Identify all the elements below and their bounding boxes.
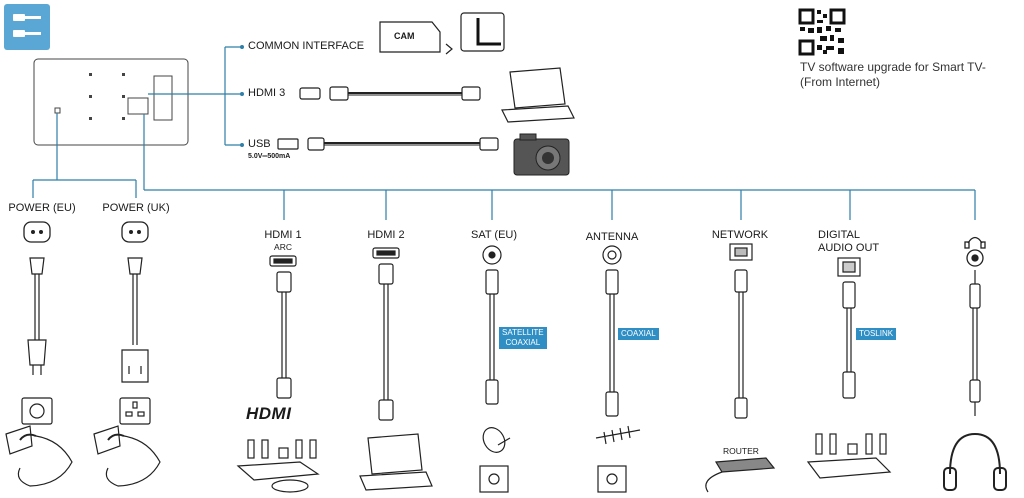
network-cable <box>734 269 748 419</box>
optical-port-icon <box>837 257 861 277</box>
sat-cable <box>485 269 499 405</box>
plug-insert-uk-icon <box>93 425 161 487</box>
home-theater-digital-icon <box>806 433 892 479</box>
wiring-dots <box>240 45 244 147</box>
label-antenna: ANTENNA <box>585 231 639 243</box>
software-upgrade-note: TV software upgrade for Smart TV- (From … <box>800 60 986 90</box>
tag-satellite-line2: COAXIAL <box>505 338 541 347</box>
plug-insert-eu-icon <box>5 425 73 487</box>
headphone-cable <box>969 270 981 416</box>
power-uk-cable <box>121 257 149 383</box>
home-theater-hdmi-icon <box>236 439 320 493</box>
tag-satellite-coaxial: SATELLITE COAXIAL <box>499 327 547 349</box>
cable-connector-icon <box>4 4 50 50</box>
label-digital: DIGITAL <box>818 229 860 241</box>
tag-satellite-line1: SATELLITE <box>502 328 544 337</box>
label-power-eu: POWER (EU) <box>8 202 76 214</box>
tag-coaxial: COAXIAL <box>618 328 659 340</box>
label-usb: USB <box>248 138 271 150</box>
tv-back-panel <box>33 58 189 146</box>
cam-slot-detail <box>460 12 505 52</box>
hdmi-logo: HDMI <box>246 404 292 423</box>
wiring-lines <box>32 46 976 220</box>
hdmi2-cable <box>378 263 394 421</box>
hdmi1-cable <box>276 271 292 399</box>
antenna-cable <box>605 269 619 417</box>
hdmi2-port-icon <box>372 247 400 259</box>
laptop-icon <box>501 67 575 123</box>
power-eu-cable <box>27 257 47 375</box>
usb-cable <box>277 137 499 151</box>
antenna-port-icon <box>602 245 622 265</box>
label-common-interface: COMMON INTERFACE <box>248 40 365 52</box>
label-sat: SAT (EU) <box>470 229 518 241</box>
qr-code <box>798 8 846 56</box>
aerial-antenna-icon <box>595 425 641 493</box>
label-hdmi2: HDMI 2 <box>367 229 405 241</box>
label-router: ROUTER <box>723 446 759 456</box>
label-audio-out: AUDIO OUT <box>818 242 880 254</box>
laptop-hdmi2-icon <box>359 433 433 491</box>
power-uk-socket-icon <box>121 221 149 243</box>
hdmi1-port-icon <box>269 255 297 267</box>
toslink-cable <box>842 281 856 399</box>
tag-toslink: TOSLINK <box>856 328 897 340</box>
label-cam: CAM <box>394 31 415 41</box>
label-power-uk: POWER (UK) <box>102 202 170 214</box>
camera-icon <box>513 133 570 176</box>
label-arc: ARC <box>274 242 292 252</box>
wall-socket-uk-icon <box>119 397 151 425</box>
note-line2: (From Internet) <box>800 75 881 89</box>
router-icon <box>705 457 776 493</box>
headphone-port-icon <box>964 236 986 267</box>
label-network: NETWORK <box>711 229 769 241</box>
hdmi3-cable <box>299 86 481 101</box>
satellite-dish-icon <box>479 427 511 493</box>
headphones-icon <box>943 432 1007 491</box>
wall-socket-eu-icon <box>21 397 53 425</box>
cam-module <box>379 21 453 55</box>
power-eu-socket-icon <box>23 221 51 243</box>
label-hdmi3: HDMI 3 <box>248 87 286 99</box>
note-line1: TV software upgrade for Smart TV- <box>800 60 986 74</box>
label-usb-spec: 5.0V═500mA <box>248 153 291 160</box>
label-hdmi1: HDMI 1 <box>264 229 302 241</box>
network-port-icon <box>729 243 753 261</box>
sat-port-icon <box>482 245 502 265</box>
